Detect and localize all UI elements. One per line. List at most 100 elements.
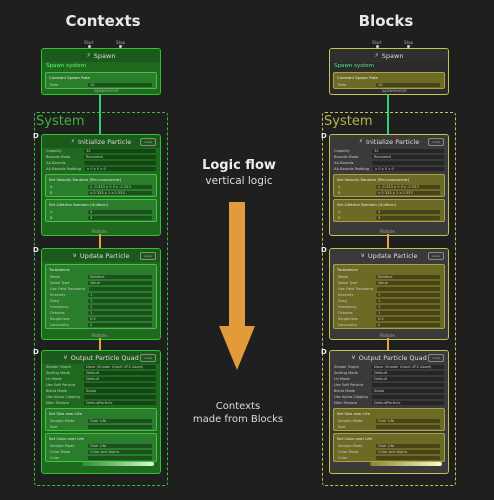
block-row-value[interactable]: x 0.333 y 1 z 0.333 — [88, 191, 152, 195]
particle-wire-2 — [387, 338, 389, 350]
block-row-value[interactable]: 2 — [376, 323, 440, 327]
initialize-anchor: D — [321, 132, 327, 140]
system-label: System — [36, 114, 85, 129]
block-row-value[interactable]: 3 — [88, 216, 152, 220]
setting-value[interactable]: Recorded — [84, 155, 156, 159]
start-port[interactable] — [88, 45, 91, 48]
setting-value[interactable] — [84, 161, 156, 165]
block-row-value[interactable]: x 0.333 y 1 z 0.333 — [376, 191, 440, 195]
start-port-label: Start — [84, 40, 94, 45]
block-row-value[interactable] — [377, 287, 440, 291]
block-row-value[interactable] — [376, 456, 440, 460]
block-row-value[interactable]: x -0.333 y 0.3 z -0.333 — [376, 185, 440, 189]
setting-value[interactable]: None (Shader Graph VFX Asset) — [372, 365, 444, 369]
rate-value[interactable]: 10 — [88, 83, 152, 87]
setting-value[interactable]: 32 — [372, 149, 444, 153]
arrow-shaft — [229, 202, 245, 326]
block-row-value[interactable]: 1 — [376, 311, 440, 315]
setting-value[interactable]: Alpha — [84, 389, 156, 393]
block-row-value[interactable]: 1 — [376, 305, 440, 309]
setting-value[interactable] — [372, 383, 444, 387]
block-row-value[interactable]: 1 — [88, 293, 152, 297]
block-row-value[interactable]: Over Life — [376, 444, 440, 448]
setting-value[interactable] — [372, 395, 444, 399]
block-row-value[interactable]: 1 — [376, 293, 440, 297]
block-row-value[interactable] — [376, 425, 440, 429]
block-row-value[interactable]: 1 — [88, 311, 152, 315]
setting-value[interactable]: x 0 y 0 z 0 — [85, 167, 156, 171]
setting-value[interactable] — [372, 161, 444, 165]
block-row-label: Lacunarity — [50, 323, 69, 327]
setting-value[interactable]: DefaultParticle — [372, 401, 444, 405]
setting-label: Blend Mode — [334, 389, 356, 393]
setting-value[interactable] — [84, 395, 156, 399]
setting-row: AA Bounds — [330, 160, 448, 166]
block-row-value[interactable]: 1 — [376, 299, 440, 303]
block-row-value[interactable]: Relative — [88, 275, 152, 279]
block-row-value[interactable]: 0.5 — [88, 317, 152, 321]
block-row-value[interactable]: Value — [88, 281, 152, 285]
block-row-value[interactable]: Over Life — [88, 419, 152, 423]
block-row-value[interactable]: 1 — [88, 299, 152, 303]
block-row-value[interactable]: Relative — [376, 275, 440, 279]
setting-value[interactable]: Recorded — [372, 155, 444, 159]
setting-value[interactable]: Default — [84, 371, 156, 375]
block-title: Set Velocity Random (Per-component) — [337, 177, 410, 182]
setting-value[interactable]: Alpha — [372, 389, 444, 393]
setting-label: Capacity — [334, 149, 350, 153]
rate-value[interactable]: 10 — [376, 83, 440, 87]
setting-value[interactable] — [84, 383, 156, 387]
start-port[interactable] — [376, 45, 379, 48]
block-row-value[interactable]: 3 — [376, 216, 440, 220]
block-row-label: B — [50, 216, 53, 220]
setting-value[interactable]: None (Shader Graph VFX Asset) — [84, 365, 156, 369]
setting-value[interactable]: x 0 y 0 z 0 — [373, 167, 444, 171]
block-row-value[interactable]: Color And Alpha — [376, 450, 440, 454]
block-row-value[interactable]: 3 — [88, 210, 152, 214]
block-row-value[interactable] — [88, 456, 152, 460]
block-row-value[interactable]: Over Life — [376, 419, 440, 423]
block-row-value[interactable] — [88, 425, 152, 429]
block-row-value[interactable]: 2 — [88, 323, 152, 327]
block-row-value[interactable]: 3 — [376, 210, 440, 214]
block-row-value[interactable]: Over Life — [88, 444, 152, 448]
setting-value[interactable]: Default — [372, 371, 444, 375]
stop-port[interactable] — [407, 45, 410, 48]
setting-value[interactable]: DefaultParticle — [84, 401, 156, 405]
block-row-value[interactable]: 1 — [88, 305, 152, 309]
block-row-value[interactable]: Value — [376, 281, 440, 285]
setting-row: Use Soft Particle — [330, 382, 448, 388]
setting-value[interactable]: 32 — [84, 149, 156, 153]
stop-port[interactable] — [119, 45, 122, 48]
block-row-value[interactable]: 0.5 — [376, 317, 440, 321]
block-row-value[interactable]: Color And Alpha — [88, 450, 152, 454]
setting-value[interactable]: Default — [372, 377, 444, 381]
setting-value[interactable]: Default — [84, 377, 156, 381]
block-row-value[interactable]: x -0.333 y 0.3 z -0.333 — [88, 185, 152, 189]
block-row-value[interactable] — [89, 287, 152, 291]
